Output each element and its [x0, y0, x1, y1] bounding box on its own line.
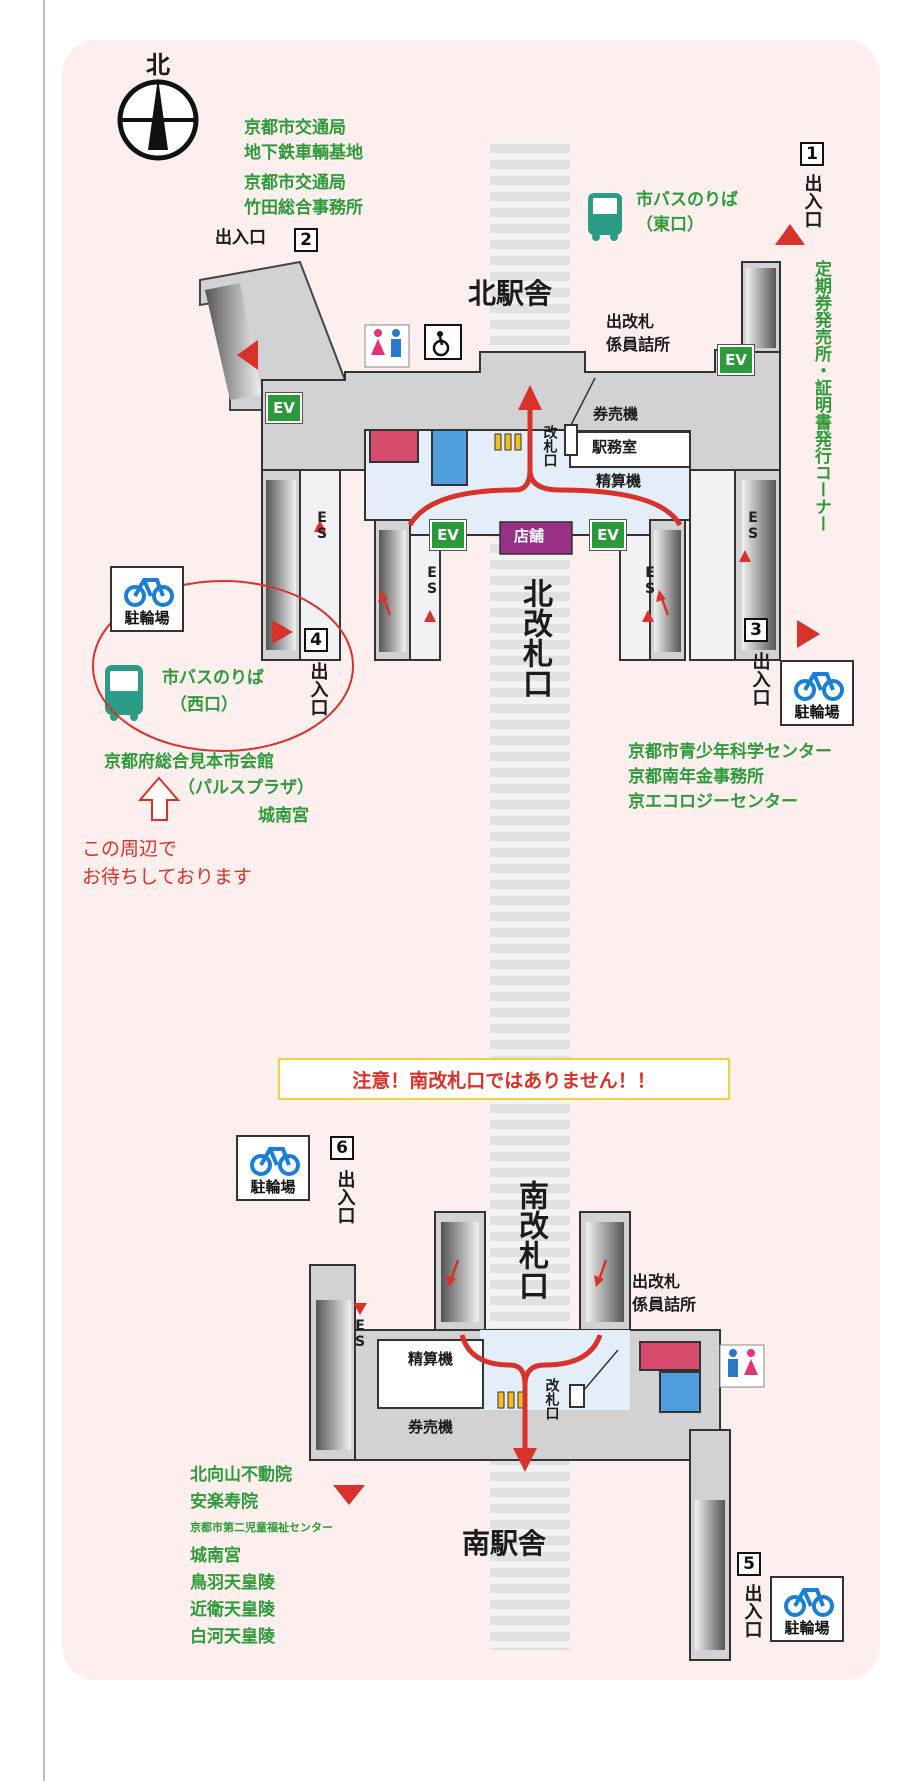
- bicycle-parking-west: 駐輪場: [110, 566, 184, 632]
- exit1-label: 出入口: [801, 174, 823, 228]
- north-ticket-machines: 券売機: [593, 405, 639, 423]
- south-escalator: ES: [352, 1318, 368, 1350]
- north-escalator-left: ES: [314, 510, 330, 542]
- exit2-arrow: [237, 340, 258, 370]
- toilet-icon-north: [364, 324, 410, 368]
- bus-icon-west: [105, 665, 143, 721]
- south-building-label: 南駅舎: [462, 1527, 547, 1560]
- south-toilet-block-pink: [639, 1341, 701, 1371]
- bicycle-icon: [794, 672, 844, 701]
- south-staff-room-2: 係員詰所: [632, 1295, 697, 1314]
- bicycle-icon: [124, 578, 174, 607]
- exit4-arrow: [272, 620, 293, 644]
- destination-exit4-3: 城南宮: [258, 806, 309, 826]
- bicycle-parking-south-west-label: 駐輪場: [250, 1178, 296, 1196]
- exit4-label: 出入口: [307, 662, 329, 716]
- north-elevator-platform-left: EV: [429, 519, 467, 551]
- north-gate-small-label: 改札口: [541, 425, 558, 467]
- north-escalator-platform-left: ES: [424, 565, 440, 597]
- south-gate-small-label: 改札口: [543, 1378, 560, 1420]
- bicycle-parking-south-west: 駐輪場: [236, 1135, 310, 1201]
- destination-south-2: 安楽寿院: [190, 1492, 258, 1512]
- exit3-label: 出入口: [749, 652, 771, 706]
- bicycle-parking-east: 駐輪場: [780, 660, 854, 726]
- exit6-label: 出入口: [334, 1170, 356, 1224]
- north-escalator-right: ES: [745, 510, 761, 542]
- north-escalator-platform-right: ES: [642, 565, 658, 597]
- exit1-arrow: [775, 224, 805, 245]
- north-elevator-platform-right: EV: [589, 519, 627, 551]
- exit3-arrow: [797, 620, 820, 648]
- meeting-point-circle: [92, 580, 354, 752]
- exit2-number: 2: [294, 228, 318, 252]
- destination-exit3-3: 京エコロジーセンター: [628, 792, 798, 812]
- exit3-number: 3: [744, 618, 768, 642]
- north-elevator-left: EV: [265, 392, 303, 424]
- bicycle-icon: [250, 1147, 300, 1176]
- south-ticket-gates: [497, 1391, 525, 1409]
- bus-stop-west-sub: （西口）: [170, 695, 238, 715]
- shop-label: 店舗: [514, 527, 545, 545]
- north-toilet-block-pink: [369, 429, 419, 463]
- exit6-number: 6: [330, 1136, 354, 1160]
- bus-stop-west-name: 市バスのりば: [162, 668, 264, 688]
- north-building-label: 北駅舎: [468, 277, 553, 310]
- exit1-number: 1: [800, 142, 824, 166]
- bus-stop-east-name: 市バスのりば: [636, 190, 738, 210]
- north-gate-label: 北改札口: [517, 578, 552, 698]
- station-office-block: [569, 431, 691, 468]
- accessible-icon-north: [424, 324, 462, 360]
- meeting-note-line1: この周辺で: [82, 838, 178, 860]
- compass-graphic: [117, 78, 199, 161]
- south-ticket-machines: 券売機: [408, 1418, 454, 1436]
- destination-south-3: 京都市第二児童福祉センター: [190, 1521, 333, 1534]
- destination-south-1: 北向山不動院: [190, 1465, 292, 1485]
- south-exit-arrow: [333, 1485, 365, 1505]
- destination-south-5: 鳥羽天皇陵: [190, 1573, 275, 1593]
- south-station-structure: [309, 1211, 731, 1661]
- toilet-icon-south: [719, 1344, 765, 1388]
- exit5-label: 出入口: [741, 1584, 763, 1638]
- bicycle-parking-west-label: 駐輪場: [124, 609, 170, 627]
- destination-exit2-2: 地下鉄車輌基地: [244, 143, 363, 163]
- north-station-office: 駅務室: [592, 438, 638, 456]
- destination-south-4: 城南宮: [190, 1546, 241, 1566]
- bicycle-parking-south-east: 駐輪場: [770, 1576, 844, 1642]
- ticket-office-label: 定期券発売所・証明書発行コーナー: [811, 260, 831, 532]
- bicycle-parking-south-east-label: 駐輪場: [784, 1619, 830, 1637]
- bus-icon-east: [588, 193, 622, 241]
- exit4-number: 4: [304, 628, 328, 652]
- compass-north-label: 北: [146, 51, 170, 79]
- north-staff-room-2: 係員詰所: [606, 335, 671, 354]
- north-toilet-block-blue: [431, 429, 468, 486]
- destination-exit2-3: 京都市交通局: [244, 173, 346, 193]
- north-staff-room-1: 出改札: [606, 312, 655, 331]
- north-fare-adjustment: 精算機: [596, 472, 642, 490]
- destination-exit3-1: 京都市青少年科学センター: [628, 742, 832, 762]
- bus-stop-east-sub: （東口）: [636, 215, 704, 235]
- bicycle-parking-east-label: 駐輪場: [794, 703, 840, 721]
- destination-south-7: 白河天皇陵: [190, 1627, 275, 1647]
- north-station-structure: [199, 260, 781, 661]
- south-gate-label: 南改札口: [513, 1180, 548, 1300]
- south-fare-adjustment: 精算機: [408, 1350, 454, 1368]
- destination-exit3-2: 京都南年金事務所: [628, 767, 764, 787]
- meeting-note-line2: お待ちしております: [82, 866, 252, 888]
- meeting-point-arrow: [137, 776, 181, 821]
- south-staff-room-1: 出改札: [632, 1272, 681, 1291]
- destination-exit2-4: 竹田総合事務所: [244, 198, 363, 218]
- destination-exit2-1: 京都市交通局: [244, 118, 346, 138]
- exit2-label: 出入口: [215, 228, 266, 248]
- north-ticket-gates: [494, 433, 522, 451]
- destination-exit4-2: （パルスプラザ）: [178, 778, 314, 798]
- south-toilet-block-blue: [659, 1371, 701, 1413]
- bicycle-icon: [784, 1588, 834, 1617]
- exit5-number: 5: [737, 1552, 761, 1576]
- north-elevator-right: EV: [717, 344, 755, 376]
- warning-banner: 注意！南改札口ではありません！！: [278, 1058, 730, 1100]
- destination-south-6: 近衛天皇陵: [190, 1600, 275, 1620]
- destination-exit4-1: 京都府総合見本市会館: [104, 752, 274, 772]
